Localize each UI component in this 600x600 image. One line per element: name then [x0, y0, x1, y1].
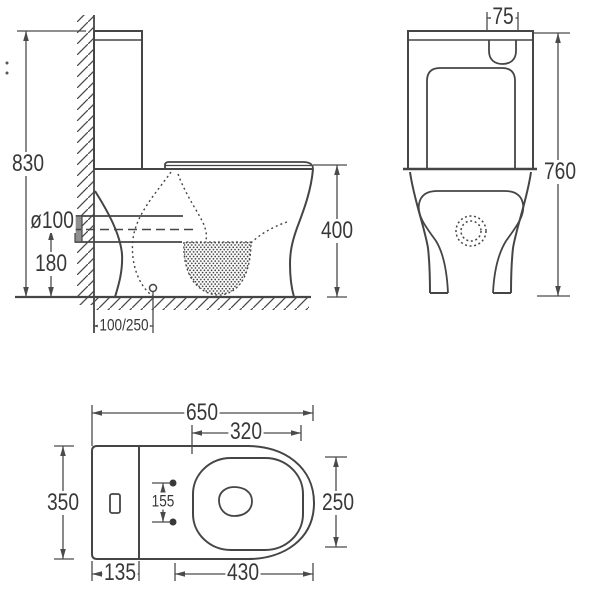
- trap-circle-inner: [460, 220, 482, 242]
- dim-label-100-250: 100/250: [97, 315, 151, 335]
- tank-side: [93, 30, 143, 170]
- dim-label-650: 650: [184, 399, 220, 426]
- stray-dot-1: [5, 61, 9, 65]
- plan-body-outline: [91, 445, 316, 560]
- dim-label-250: 250: [320, 489, 356, 516]
- stray-dot-2: [5, 71, 9, 75]
- dim-label-320: 320: [228, 418, 264, 445]
- plan-flush-button: [109, 493, 121, 514]
- dim-label-400: 400: [319, 217, 355, 244]
- dim-label-180: 180: [33, 250, 69, 277]
- side-view: [5, 15, 314, 333]
- dim-label-135: 135: [102, 559, 138, 586]
- fixing-hole-bottom: [169, 518, 177, 526]
- bowl-rear-outline: [288, 168, 314, 298]
- plan-seat-ring: [192, 457, 304, 551]
- dim-label-155: 155: [150, 491, 176, 511]
- dim-label-830: 830: [10, 150, 46, 177]
- dim-label-75: 75: [490, 3, 516, 30]
- seat-profile: [164, 161, 314, 170]
- dim-label-760: 760: [542, 158, 578, 185]
- dim-label-350: 350: [45, 489, 81, 516]
- dim-label-430: 430: [225, 559, 261, 586]
- front-view: [403, 30, 537, 294]
- leg-outer-right: [510, 171, 532, 294]
- tank-front-panel: [426, 67, 516, 169]
- wall-hatch: [77, 15, 94, 305]
- trap-circle-outer: [455, 215, 487, 247]
- plan-water-spot: [218, 486, 253, 517]
- water-trap-cup: [183, 241, 252, 296]
- leg-outer-left: [409, 171, 431, 294]
- plan-view: [91, 445, 316, 560]
- dim-label-o100: ø100: [28, 207, 76, 234]
- floor-bolt-cap: [148, 283, 158, 293]
- floor-hatch: [95, 298, 309, 310]
- pedestal-front-arc: [94, 190, 124, 298]
- fixing-hole-top: [169, 479, 177, 487]
- leg-inner-band: [417, 190, 525, 294]
- flush-button-notch: [488, 40, 517, 65]
